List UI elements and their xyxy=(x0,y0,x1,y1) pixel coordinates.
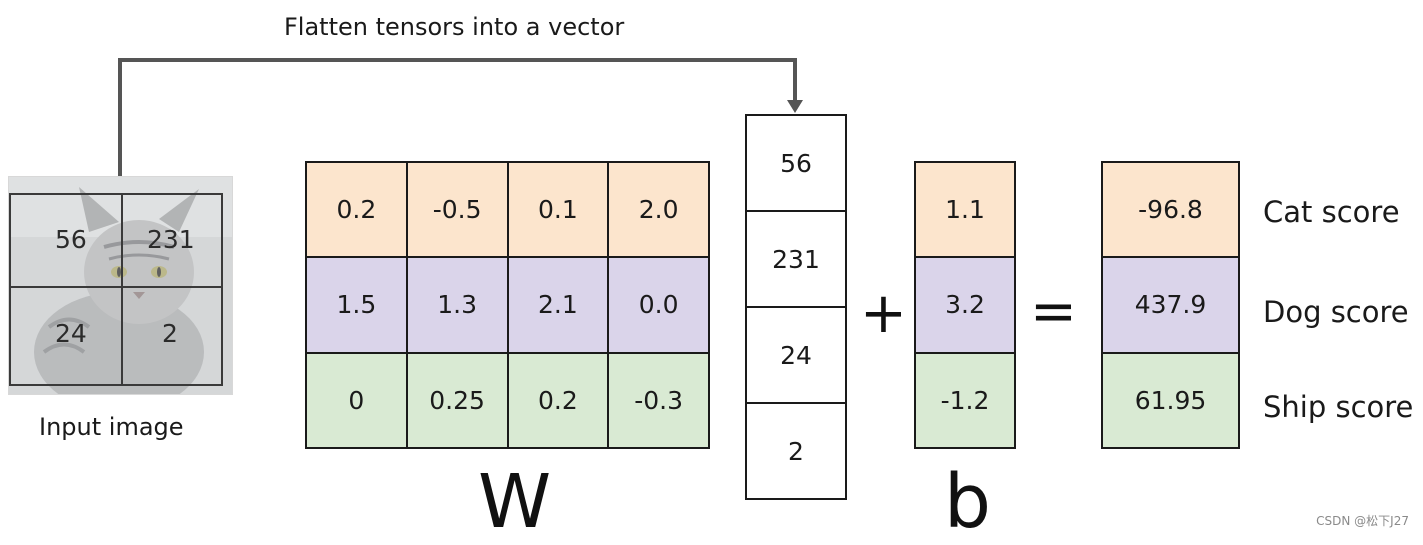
score-cell-ship: 61.95 xyxy=(1101,351,1240,450)
plus-operator: + xyxy=(860,281,907,346)
bias-cell: 1.1 xyxy=(914,160,1016,259)
weight-row-cat: 0.2 -0.5 0.1 2.0 xyxy=(305,160,710,259)
weight-matrix: 0.2 -0.5 0.1 2.0 1.5 1.3 2.1 0.0 0 0.25 … xyxy=(305,160,710,450)
input-vector-cell: 2 xyxy=(745,402,847,500)
flatten-arrow-head xyxy=(787,100,803,113)
bias-cell: 3.2 xyxy=(914,256,1016,354)
cat-score-label: Cat score xyxy=(1263,195,1400,229)
weight-cell: 0 xyxy=(305,351,408,450)
input-image-label: Input image xyxy=(39,413,184,441)
flatten-title: Flatten tensors into a vector xyxy=(284,13,625,41)
weight-cell: 0.2 xyxy=(305,160,408,259)
weight-cell: 2.1 xyxy=(506,256,610,354)
bias-cell: -1.2 xyxy=(914,351,1016,450)
weight-matrix-label: W xyxy=(478,459,552,545)
score-cell-dog: 437.9 xyxy=(1101,256,1240,354)
input-pixel-4: 2 xyxy=(162,319,178,348)
bias-vector: 1.1 3.2 -1.2 xyxy=(914,160,1016,450)
score-cell-cat: -96.8 xyxy=(1101,160,1240,259)
weight-row-dog: 1.5 1.3 2.1 0.0 xyxy=(305,256,710,354)
bias-vector-label: b xyxy=(944,459,991,545)
input-vector: 56 231 24 2 xyxy=(745,114,847,500)
weight-cell: 1.3 xyxy=(405,256,509,354)
weight-cell: -0.3 xyxy=(607,351,710,450)
input-pixel-2: 231 xyxy=(147,225,195,254)
input-image: 56 231 24 2 xyxy=(8,176,233,395)
cat-photo xyxy=(9,177,232,394)
weight-cell: 2.0 xyxy=(607,160,710,259)
dog-score-label: Dog score xyxy=(1263,295,1409,329)
input-pixel-3: 24 xyxy=(55,319,87,348)
flatten-arrow-line xyxy=(118,58,797,176)
input-vector-cell: 56 xyxy=(745,114,847,212)
weight-cell: 0.2 xyxy=(506,351,610,450)
weight-cell: 0.0 xyxy=(607,256,710,354)
equals-operator: = xyxy=(1030,279,1077,344)
weight-cell: -0.5 xyxy=(405,160,509,259)
input-pixel-1: 56 xyxy=(55,225,87,254)
ship-score-label: Ship score xyxy=(1263,390,1414,424)
weight-cell: 0.1 xyxy=(506,160,610,259)
weight-cell: 1.5 xyxy=(305,256,408,354)
weight-cell: 0.25 xyxy=(405,351,509,450)
input-vector-cell: 231 xyxy=(745,210,847,308)
input-vector-cell: 24 xyxy=(745,306,847,404)
weight-row-ship: 0 0.25 0.2 -0.3 xyxy=(305,351,710,450)
watermark: CSDN @松下J27 xyxy=(1316,514,1409,528)
score-vector: -96.8 437.9 61.95 xyxy=(1101,160,1240,450)
